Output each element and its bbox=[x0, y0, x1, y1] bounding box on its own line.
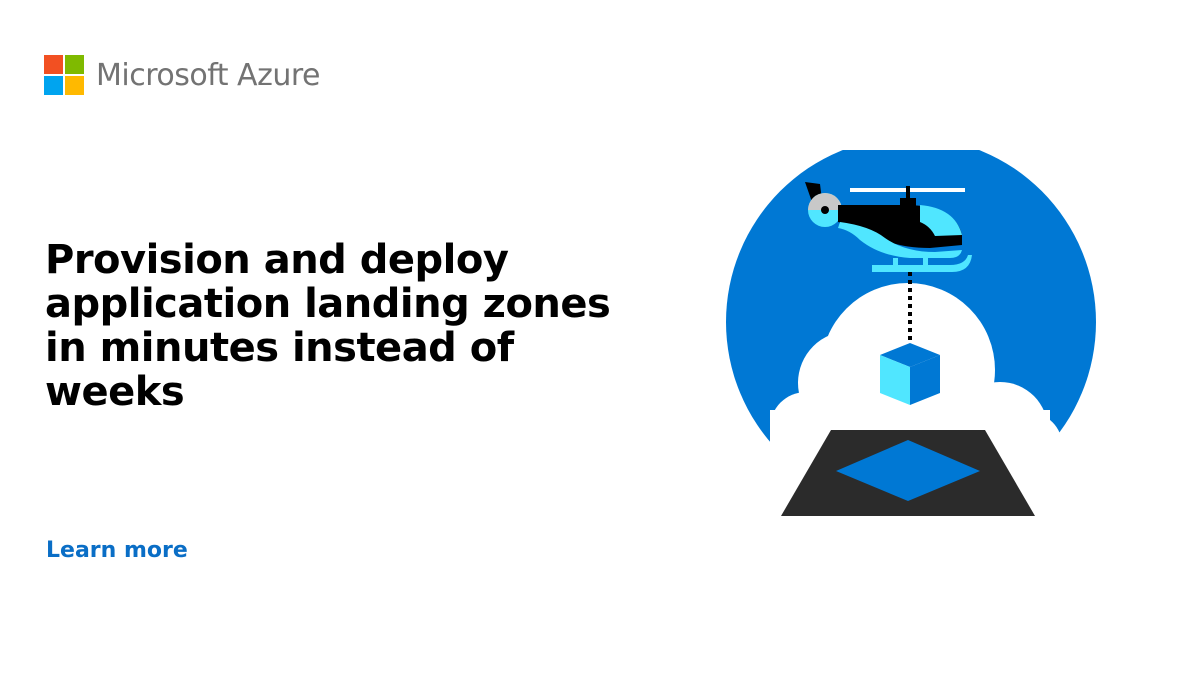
microsoft-logo-icon bbox=[44, 55, 84, 95]
helicopter-cloud-illustration bbox=[726, 150, 1096, 516]
headline: Provision and deploy application landing… bbox=[45, 237, 611, 415]
cube-icon bbox=[880, 343, 940, 405]
logo-text: Microsoft Azure bbox=[96, 57, 320, 93]
microsoft-azure-logo: Microsoft Azure bbox=[44, 55, 320, 95]
landing-pad-mark-icon bbox=[836, 440, 980, 501]
learn-more-link[interactable]: Learn more bbox=[46, 538, 188, 563]
helicopter-icon bbox=[805, 182, 972, 272]
